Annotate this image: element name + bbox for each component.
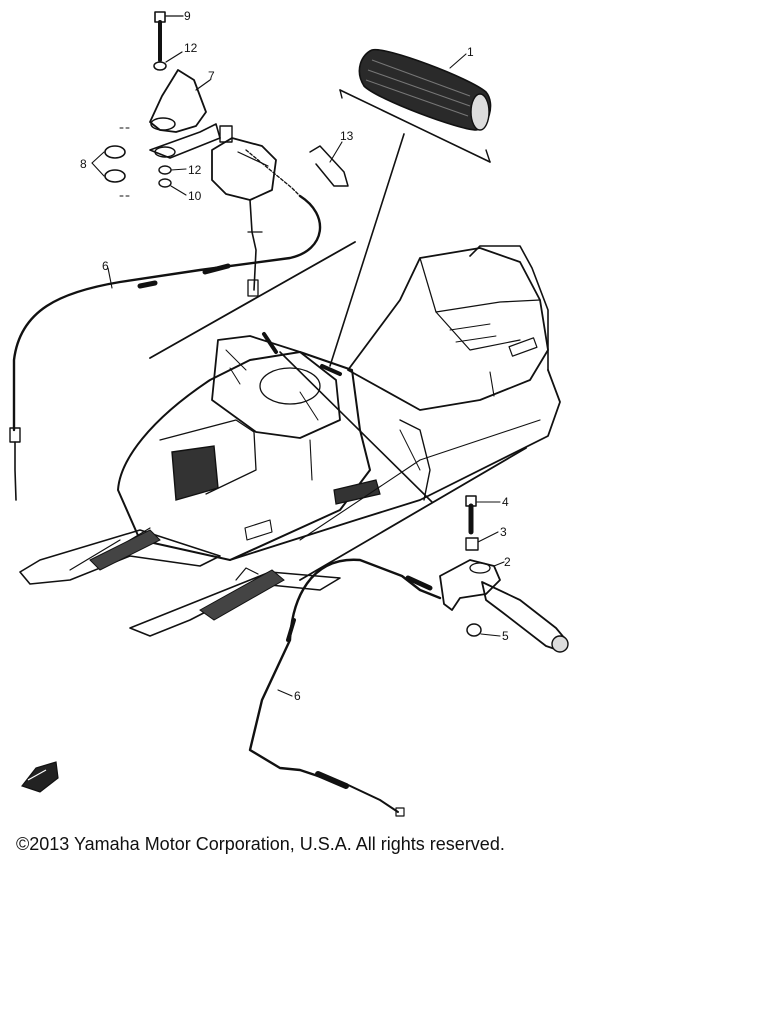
callout-2: 2 bbox=[504, 555, 511, 569]
brake-cable-lower bbox=[248, 558, 442, 782]
callout-1: 1 bbox=[467, 45, 474, 59]
callout-labels: 9 12 7 8 12 10 13 1 6 4 3 2 5 6 7 bbox=[80, 9, 511, 703]
callout-9: 8 bbox=[80, 157, 87, 171]
callout-5: 5 bbox=[502, 629, 509, 643]
snowmobile-illustration bbox=[19, 133, 561, 637]
callout-6-lower: 6 bbox=[294, 689, 301, 703]
copyright-notice: ©2013 Yamaha Motor Corporation, U.S.A. A… bbox=[16, 834, 505, 854]
section-divider-lower bbox=[299, 447, 527, 581]
handlebar-grip bbox=[339, 48, 492, 163]
callout-10: 9 bbox=[184, 9, 191, 23]
callout-13: 13 bbox=[340, 129, 354, 143]
callout-12-top: 12 bbox=[184, 41, 198, 55]
callout-11: 10 bbox=[188, 189, 202, 203]
front-direction-icon bbox=[21, 761, 59, 793]
brake-lever-assembly bbox=[439, 495, 569, 653]
callout-12-lower: 12 bbox=[188, 163, 202, 177]
callout-3: 3 bbox=[500, 525, 507, 539]
callout-7: 7 bbox=[208, 69, 215, 83]
callout-4: 4 bbox=[502, 495, 509, 509]
throttle-cable-upper bbox=[12, 194, 322, 432]
throttle-housing-assembly bbox=[91, 11, 349, 297]
section-divider-upper bbox=[149, 241, 356, 359]
callout-6-upper: 6 bbox=[102, 259, 109, 273]
